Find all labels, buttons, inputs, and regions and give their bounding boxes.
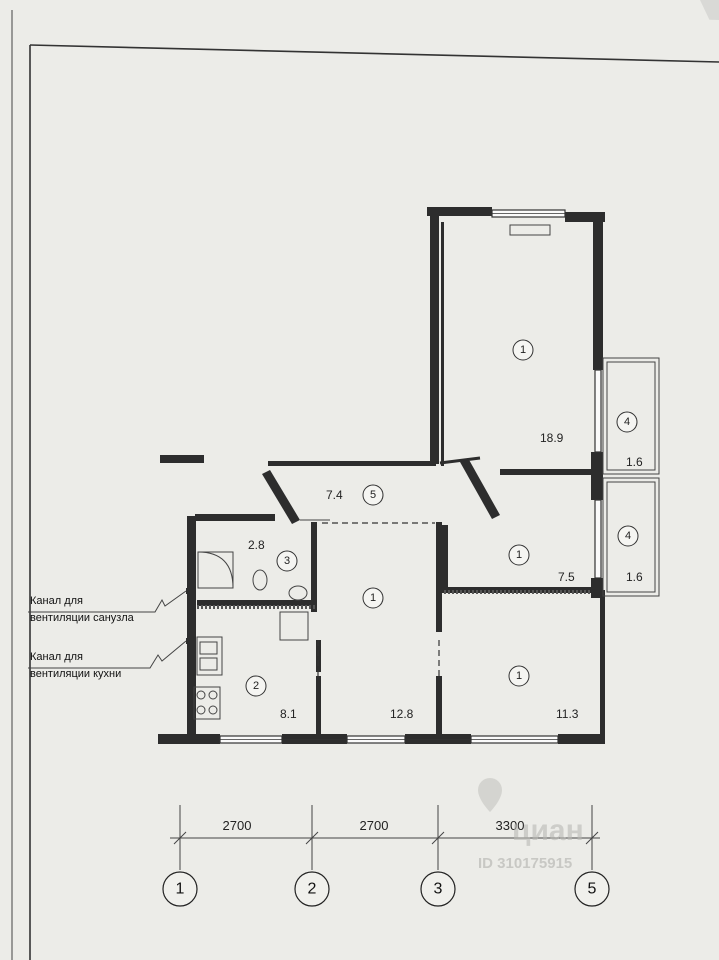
frame-top [29,44,719,63]
room-mid-area: 7.5 [558,570,575,584]
note-vent-bath-2: вентиляции санузла [30,612,135,624]
balcony-bottom-num: 4 [625,530,631,542]
axis-3: 3 [434,881,443,898]
hall-num: 5 [370,489,376,501]
room-bottom-area: 11.3 [556,707,579,721]
note-vent-kitchen-1: Канал для [30,651,83,663]
vent-bath-leader [28,590,187,613]
balcony-top-num: 4 [624,416,630,428]
room-center-area: 12.8 [390,707,414,721]
room-center-num: 1 [370,592,376,604]
note-vent-bath-1: Канал для [30,595,83,607]
kitchen-num: 2 [253,680,259,692]
dimension-line: 2700 2700 3300 [170,805,600,870]
bath-num: 3 [284,555,290,567]
dim-1: 2700 [223,818,252,833]
stove-icon [193,686,221,720]
balcony-bottom-area: 1.6 [626,570,643,584]
dim-2: 2700 [360,818,389,833]
watermark-id: ID 310175915 [478,855,572,872]
toilet-icon [252,569,268,591]
room-bottom-num: 1 [516,670,522,682]
room-1-num: 1 [520,344,526,356]
kitchen-fixtures [193,636,223,720]
axis-5: 5 [588,881,597,898]
radiator-icon [509,224,551,236]
kitchen-sink-icon [196,636,223,676]
room-1-area: 18.9 [540,431,564,445]
room-labels: 1 18.9 4 1.6 5 7.4 3 2.8 1 7.5 4 1.6 1 1… [245,339,643,721]
bath-fixtures [197,551,309,641]
note-vent-kitchen-2: вентиляции кухни [30,668,121,680]
room-mid-num: 1 [516,549,522,561]
vent-kitchen-leader [28,640,187,669]
axis-1: 1 [176,881,185,898]
location-pin-icon [478,778,502,812]
paper-page [8,0,719,960]
hall-area: 7.4 [326,488,343,502]
dashed-openings [317,522,440,676]
watermark: циан ID 310175915 [478,778,584,872]
walls [158,207,605,744]
axis-markers: 1 2 3 5 [162,871,610,907]
kitchen-area: 8.1 [280,707,297,721]
balcony-top-area: 1.6 [626,455,643,469]
axis-2: 2 [308,881,317,898]
balconies [602,357,660,597]
vent-kitchen-marker [186,638,192,644]
watermark-brand: циан [512,814,584,847]
vent-bath-marker [186,588,192,594]
bath-area: 2.8 [248,538,265,552]
dim-3: 3300 [496,818,525,833]
sink-icon [288,585,308,601]
